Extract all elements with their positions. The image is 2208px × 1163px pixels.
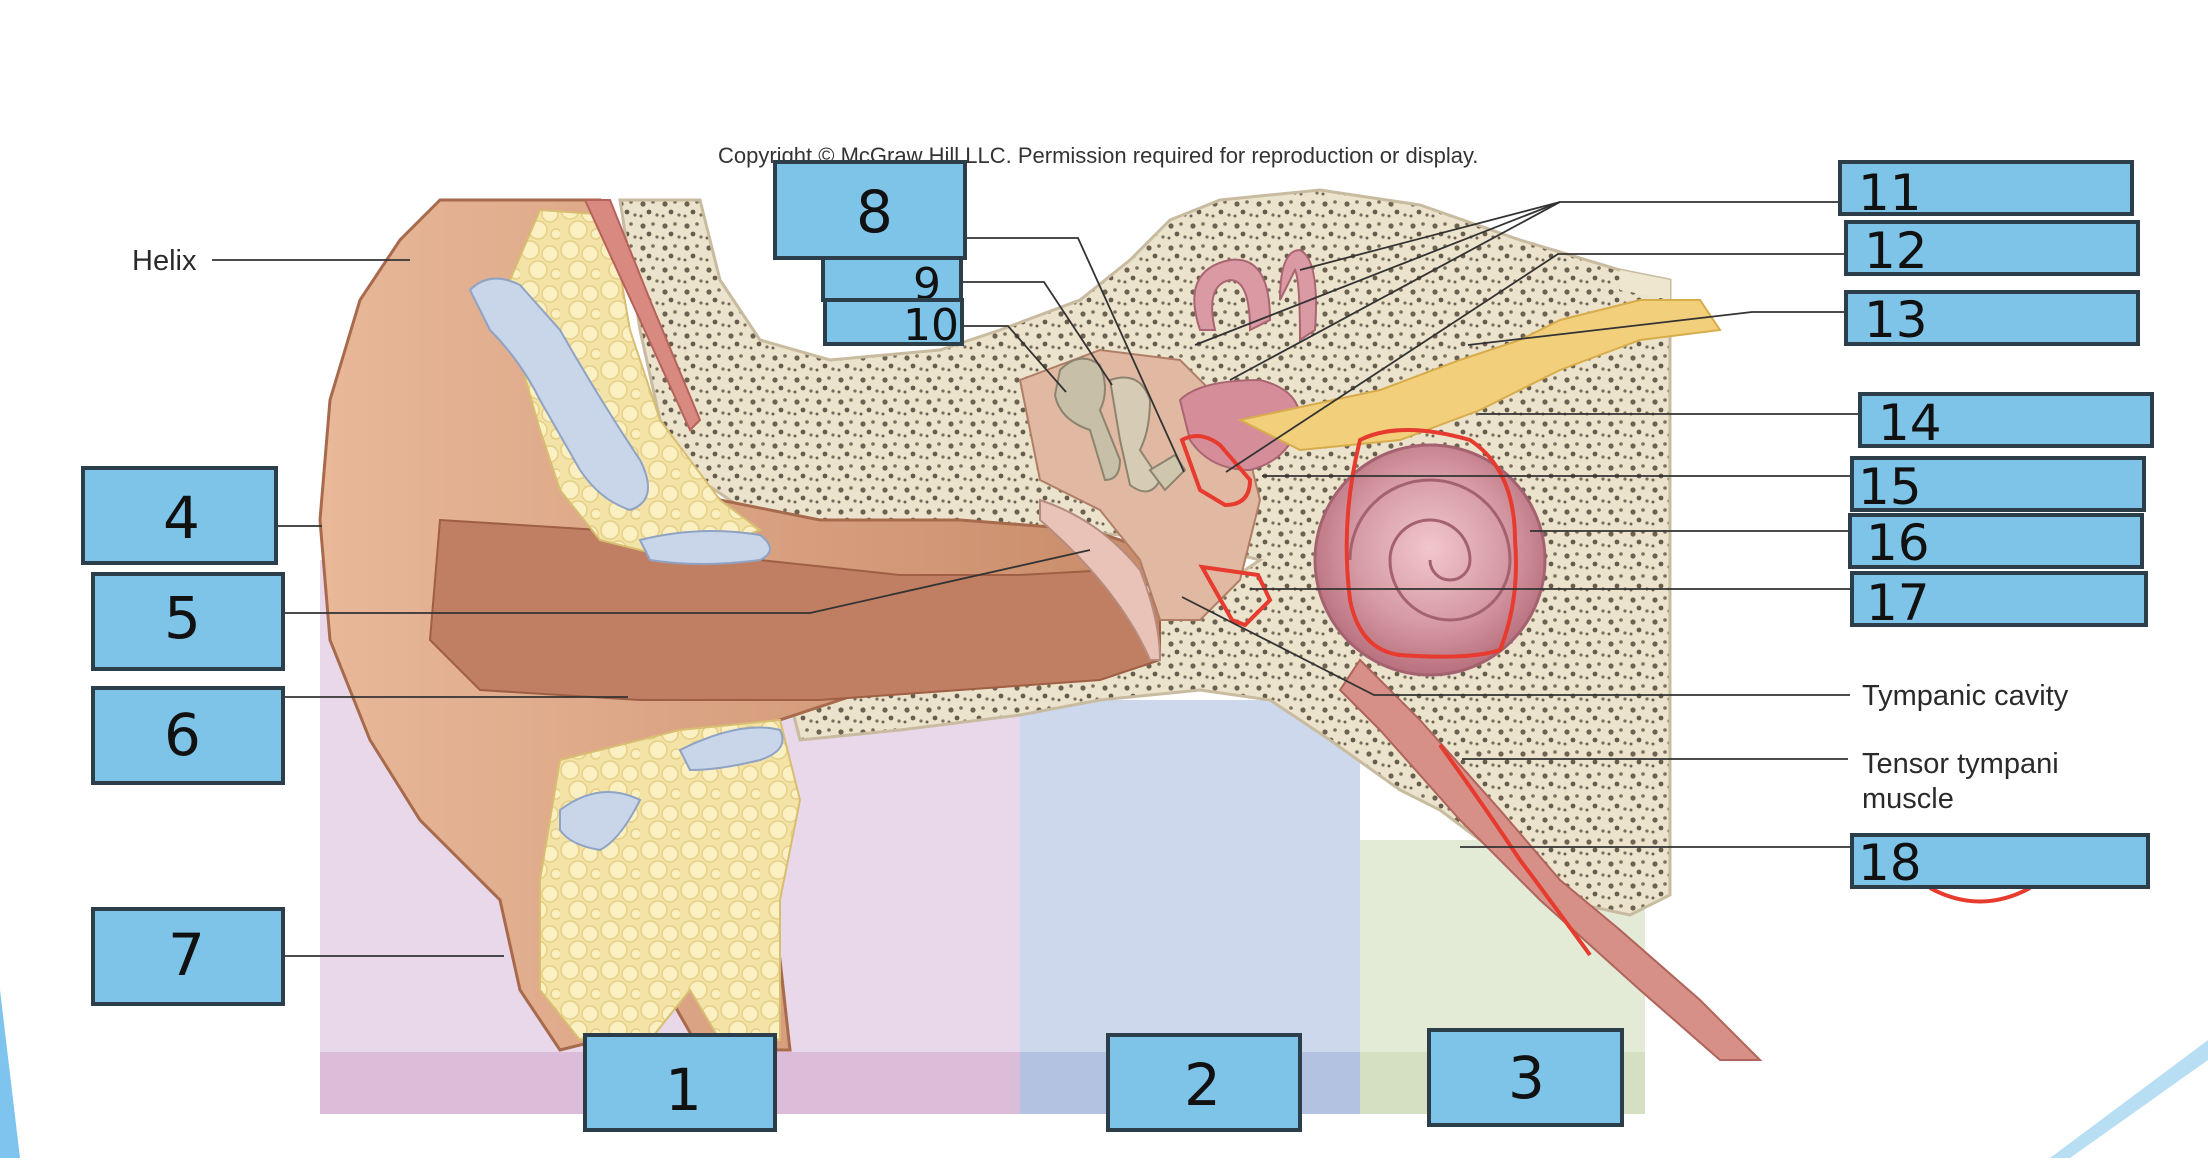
cartilage-blue-4 xyxy=(559,791,642,852)
svg-text:17: 17 xyxy=(1866,574,1930,632)
tympanic-membrane xyxy=(1039,498,1162,661)
answer-box-9[interactable]: 9 xyxy=(821,256,963,310)
answer-box-18[interactable]: 18 xyxy=(1850,833,2150,892)
svg-text:16: 16 xyxy=(1866,514,1930,572)
label-tympanic-cavity: Tympanic cavity xyxy=(1862,680,2069,712)
answer-box-12[interactable]: 12 xyxy=(1844,220,2140,280)
vestibulocochlear-nerve xyxy=(1237,299,1722,452)
answer-box-8[interactable]: 8 xyxy=(773,160,967,260)
stapes xyxy=(1148,453,1187,492)
cartilage-blue-1 xyxy=(468,277,649,512)
cochlea xyxy=(1313,443,1547,677)
svg-text:14: 14 xyxy=(1878,394,1942,452)
incus xyxy=(1108,376,1162,493)
svg-text:8: 8 xyxy=(856,178,893,246)
leader-lines xyxy=(212,201,1860,957)
malleus xyxy=(1053,357,1122,482)
slide-accent-left xyxy=(0,990,20,1158)
semicircular-canal-posterior xyxy=(1279,248,1317,342)
cartilage-blue-3 xyxy=(678,726,784,772)
answer-box-2[interactable]: 2 xyxy=(1106,1033,1302,1132)
svg-text:13: 13 xyxy=(1864,291,1928,349)
svg-text:7: 7 xyxy=(168,921,205,989)
semicircular-canal-anterior xyxy=(1193,258,1272,332)
answer-box-13[interactable]: 13 xyxy=(1844,290,2140,349)
answer-box-14[interactable]: 14 xyxy=(1858,392,2154,452)
svg-text:6: 6 xyxy=(164,701,201,769)
answer-box-3[interactable]: 3 xyxy=(1427,1028,1624,1127)
svg-text:12: 12 xyxy=(1864,222,1928,280)
svg-text:1: 1 xyxy=(665,1056,702,1124)
svg-text:11: 11 xyxy=(1858,164,1922,222)
svg-text:5: 5 xyxy=(164,584,201,652)
cartilage-lower xyxy=(539,718,802,1041)
cartilage-blue-2 xyxy=(638,530,771,565)
svg-text:3: 3 xyxy=(1508,1044,1545,1112)
answer-box-10[interactable]: 10 xyxy=(823,298,964,351)
answer-box-7[interactable]: 7 xyxy=(91,907,285,1006)
auditory-tube xyxy=(1338,658,1763,1061)
answer-box-5[interactable]: 5 xyxy=(91,572,285,671)
label-helix: Helix xyxy=(132,245,197,277)
answer-box-15[interactable]: 15 xyxy=(1850,456,2146,516)
slide-accent-right xyxy=(2050,1040,2208,1158)
bone-top-surface xyxy=(1620,270,1670,300)
svg-text:18: 18 xyxy=(1858,834,1922,892)
answer-box-4[interactable]: 4 xyxy=(81,466,278,565)
answer-box-17[interactable]: 17 xyxy=(1850,571,2148,632)
label-tensor-tympani-line1: Tensor tympani xyxy=(1862,748,2059,780)
svg-text:4: 4 xyxy=(163,484,200,552)
auricular-muscle xyxy=(583,199,702,432)
svg-text:2: 2 xyxy=(1184,1051,1221,1119)
answer-box-6[interactable]: 6 xyxy=(91,686,285,785)
answer-box-1[interactable]: 1 xyxy=(583,1033,777,1132)
svg-text:15: 15 xyxy=(1858,458,1922,516)
answer-box-11[interactable]: 11 xyxy=(1838,160,2134,222)
answer-box-16[interactable]: 16 xyxy=(1848,513,2144,572)
label-tensor-tympani-line2: muscle xyxy=(1862,783,1954,815)
svg-text:10: 10 xyxy=(903,300,959,351)
